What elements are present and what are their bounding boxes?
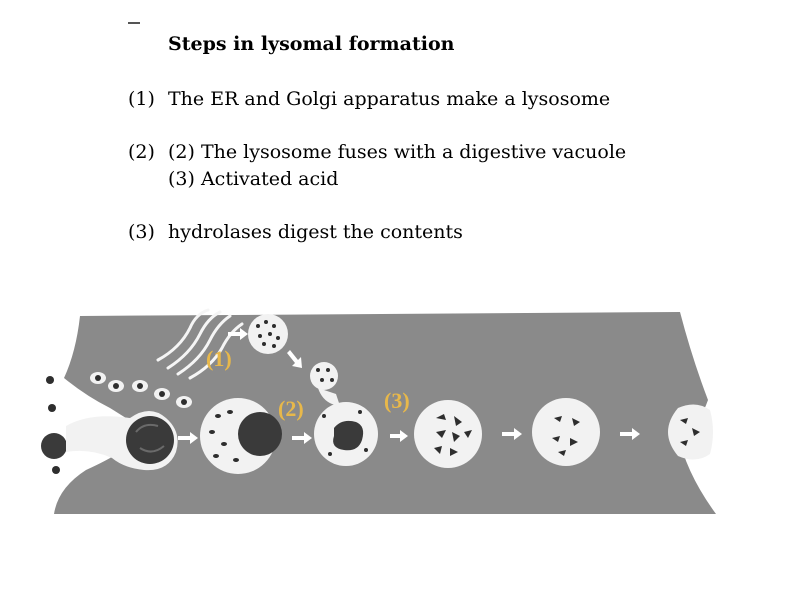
- primary-lysosome: [248, 314, 288, 354]
- activated-vacuole: [414, 400, 482, 468]
- step-2-text: (2) The lysosome fuses with a digestive …: [168, 141, 627, 163]
- ingested-particles: [41, 372, 192, 474]
- step-3-number: (3): [128, 221, 155, 243]
- step-2-number: (2): [128, 141, 155, 163]
- phagosome-forming: [66, 411, 178, 471]
- diagram-label-1: (1): [206, 346, 232, 371]
- residual-body: [668, 404, 713, 460]
- step-1-number: (1): [128, 88, 155, 110]
- step-3-text: hydrolases digest the contents: [168, 221, 463, 243]
- slide-title: Steps in lysomal formation: [168, 33, 455, 55]
- diagram-label-2: (2): [278, 396, 304, 421]
- slide-dash-mark: [128, 22, 140, 24]
- fusing-lysosome: [310, 362, 378, 466]
- stage-arrows: [178, 428, 640, 444]
- er-golgi-membranes: [156, 308, 244, 380]
- lysosome-formation-diagram: (1) (2) (3): [41, 308, 716, 514]
- diagram-label-3: (3): [384, 388, 410, 413]
- lysosome-arrow-1: [228, 328, 302, 368]
- digestive-vacuole: [200, 398, 282, 474]
- step-1-text: The ER and Golgi apparatus make a lysoso…: [168, 88, 611, 110]
- step-2-text-line2: (3) Activated acid: [168, 168, 339, 190]
- digesting-vacuole: [532, 398, 600, 466]
